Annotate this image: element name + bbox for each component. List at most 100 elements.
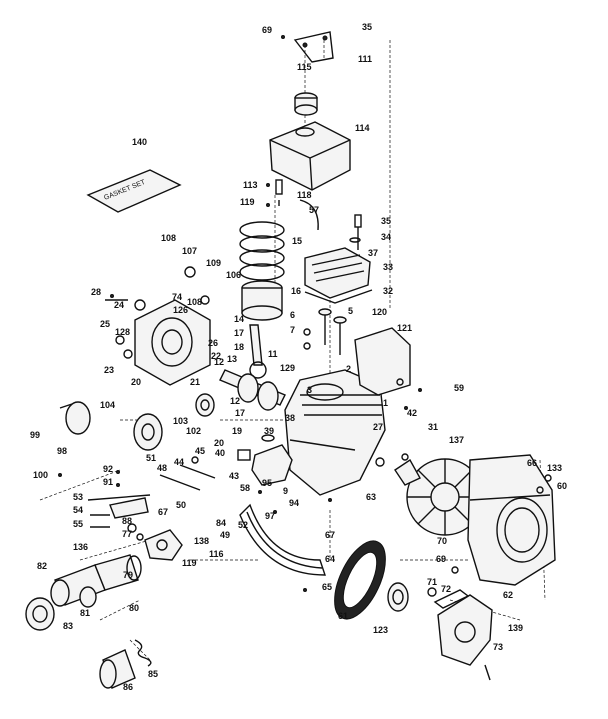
callout-59: 59 [454,383,464,393]
fuel-cap-bracket [293,31,334,63]
callout-53: 53 [73,492,83,502]
callout-70: 70 [437,536,447,546]
callout-44: 44 [174,457,184,467]
callout-102: 102 [186,426,201,436]
callout-74: 74 [172,292,182,302]
callout-99: 99 [30,430,40,440]
callout-98: 98 [57,446,67,456]
throttle-linkage [159,456,216,491]
callout-40: 40 [215,448,225,458]
filter-and-spring [99,639,152,689]
callout-103: 103 [173,416,188,426]
callout-113: 113 [243,180,258,190]
callout-126: 126 [173,305,188,315]
callout-5: 5 [348,306,353,316]
blower-housing-shroud [239,503,326,576]
callout-12: 12 [214,357,224,367]
callout-129: 129 [280,363,295,373]
callout-72: 72 [441,584,451,594]
callout-136: 136 [73,542,88,552]
head-bolts [349,214,362,250]
callout-58: 58 [240,483,250,493]
callout-84: 84 [216,518,226,528]
callout-118: 118 [297,190,312,200]
connecting-rod [249,324,267,379]
callout-32: 32 [383,286,393,296]
callout-104: 104 [100,400,115,410]
callout-95: 95 [262,478,272,488]
callout-52: 52 [238,520,248,530]
callout-54: 54 [73,505,83,515]
flywheel [334,540,386,620]
callout-57: 57 [309,205,319,215]
callout-13: 13 [227,354,237,364]
callout-86: 86 [123,682,133,692]
rewind-starter [433,589,493,681]
callout-61: 61 [338,611,348,621]
callout-63: 63 [366,492,376,502]
callout-21: 21 [190,377,200,387]
callout-69: 69 [262,25,272,35]
callout-62: 62 [503,590,513,600]
callout-65: 65 [322,582,332,592]
fuel-cap [294,92,318,116]
callout-106: 106 [226,270,241,280]
callout-91: 91 [103,477,113,487]
callout-20: 20 [214,438,224,448]
callout-49: 49 [220,530,230,540]
callout-120: 120 [372,307,387,317]
callout-133: 133 [547,463,562,473]
air-cleaner [133,413,163,451]
callout-33: 33 [383,262,393,272]
valve-cover-plate [354,327,411,396]
callout-66: 66 [527,458,537,468]
gasket-set-box: GASKET SET [86,169,182,213]
valves [303,308,347,355]
callout-37: 37 [368,248,378,258]
blower-hardware [375,453,552,597]
callout-100: 100 [33,470,48,480]
callout-11: 11 [268,349,278,359]
callout-15: 15 [292,236,302,246]
callout-28: 28 [91,287,101,297]
callout-34: 34 [381,232,391,242]
callout-108: 108 [161,233,176,243]
callout-31: 31 [428,422,438,432]
callout-88: 88 [122,516,132,526]
callout-108: 108 [187,297,202,307]
fuel-tank [269,121,351,191]
callout-35: 35 [362,22,372,32]
callout-111: 111 [358,54,372,64]
callout-7: 7 [290,325,295,335]
governor-parts [87,494,151,541]
callout-35: 35 [381,216,391,226]
callout-20: 20 [131,377,141,387]
crank-gear [195,393,215,417]
callout-16: 16 [291,286,301,296]
callout-51: 51 [146,453,156,463]
callout-137: 137 [449,435,464,445]
starter-clutch [144,529,183,561]
callout-123: 123 [373,625,388,635]
callout-119: 119 [182,558,197,568]
callout-79: 79 [123,570,133,580]
callout-77: 77 [122,529,132,539]
crankshaft [219,369,286,411]
callout-83: 83 [63,621,73,631]
callout-85: 85 [148,669,158,679]
callout-92: 92 [103,464,113,474]
tube-assembly [25,554,142,631]
callout-73: 73 [493,642,503,652]
starter-cup [387,582,409,612]
callout-38: 38 [285,413,295,423]
cylinder-head [304,247,373,304]
callout-50: 50 [176,500,186,510]
callout-138: 138 [194,536,209,546]
callout-26: 26 [208,338,218,348]
callout-140: 140 [132,137,147,147]
callout-81: 81 [80,608,90,618]
callout-64: 64 [325,554,335,564]
callout-45: 45 [195,446,205,456]
